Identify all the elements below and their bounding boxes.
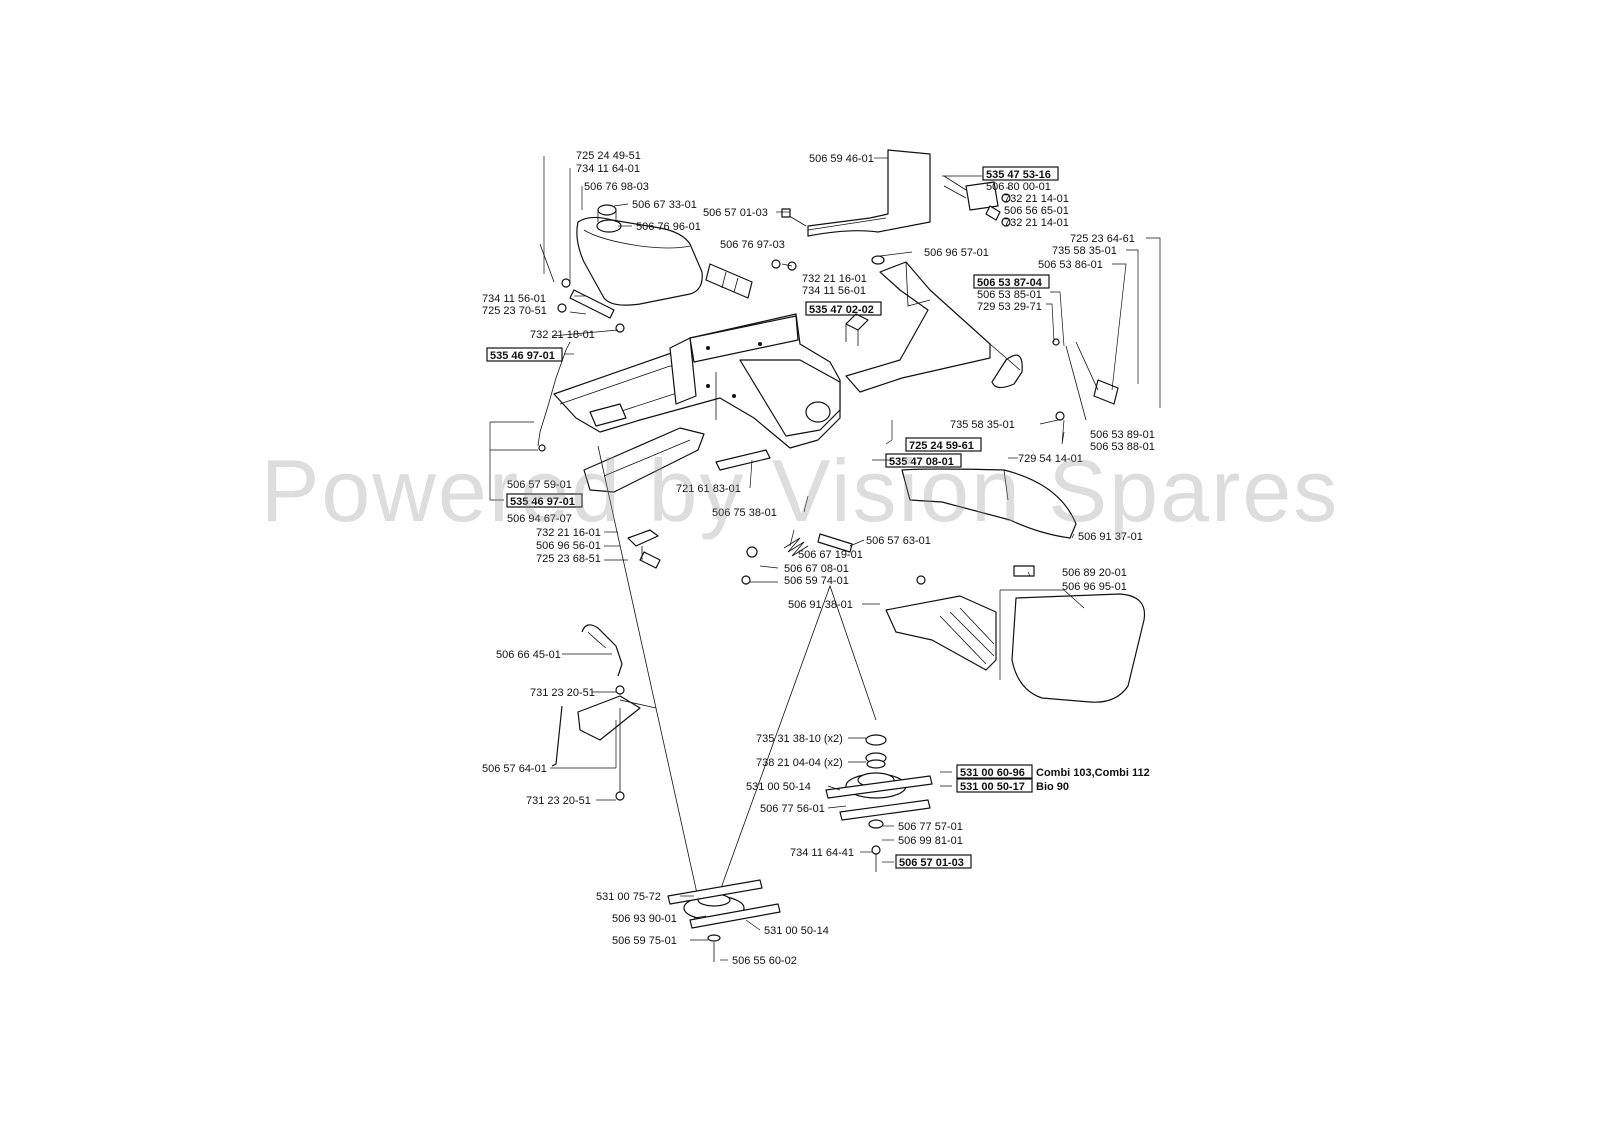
seat-hinge-kit	[943, 175, 1011, 227]
hinge-bracket	[705, 259, 797, 299]
label-506-53-86-01: 506 53 86-01	[1038, 259, 1103, 271]
label-506-80-00-01: 506 80 00-01	[986, 181, 1051, 193]
bracket-linkage-right	[1052, 338, 1119, 421]
label-bio-90: Bio 90	[1036, 781, 1069, 793]
label-732-21-14-01-b: 732 21 14-01	[1004, 217, 1069, 229]
label-725-24-49-51: 725 24 49-51	[576, 150, 641, 162]
belt-cover	[901, 468, 1077, 539]
label-506-96-56-01: 506 96 56-01	[536, 540, 601, 552]
label-725-23-64-61: 725 23 64-61	[1070, 233, 1135, 245]
label-506-91-37-01: 506 91 37-01	[1078, 531, 1143, 543]
label-506-55-60-02: 506 55 60-02	[732, 955, 797, 967]
linkage-rod	[537, 341, 571, 452]
label-506-96-57-01: 506 96 57-01	[924, 247, 989, 259]
brake-lever	[627, 529, 661, 569]
lower-guard	[583, 427, 771, 493]
pulley-upper	[825, 734, 933, 872]
side-cover	[1011, 565, 1146, 703]
label-535-46-97-01-a: 535 46 97-01	[490, 350, 555, 362]
label-506-67-08-01: 506 67 08-01	[784, 563, 849, 575]
label-506-53-87-04: 506 53 87-04	[977, 277, 1043, 289]
label-734-11-56-01-top: 734 11 56-01	[802, 285, 866, 297]
label-506-59-75-01: 506 59 75-01	[612, 935, 677, 947]
label-506-57-01-03-top: 506 57 01-03	[703, 207, 768, 219]
label-506-89-20-01: 506 89 20-01	[1062, 567, 1127, 579]
label-506-59-74-01: 506 59 74-01	[784, 575, 849, 587]
tank-bracket	[539, 243, 625, 333]
label-506-67-19-01: 506 67 19-01	[798, 549, 863, 561]
label-725-23-70-51: 725 23 70-51	[482, 305, 547, 317]
label-506-57-63-01: 506 57 63-01	[866, 535, 931, 547]
label-506-75-38-01: 506 75 38-01	[712, 507, 777, 519]
label-506-57-59-01: 506 57 59-01	[507, 479, 572, 491]
label-506-53-88-01: 506 53 88-01	[1090, 441, 1155, 453]
label-531-00-50-17: 531 00 50-17	[960, 781, 1025, 793]
label-506-53-85-01: 506 53 85-01	[977, 289, 1042, 301]
label-506-93-90-01: 506 93 90-01	[612, 913, 677, 925]
label-531-00-75-72: 531 00 75-72	[596, 891, 661, 903]
label-731-23-20-51-a: 731 23 20-51	[530, 687, 595, 699]
label-506-56-65-01: 506 56 65-01	[1004, 205, 1069, 217]
label-729-53-29-71: 729 53 29-71	[977, 301, 1042, 313]
label-735-31-38-10: 735 31 38-10 (x2)	[756, 733, 843, 745]
label-combi-103-112: Combi 103,Combi 112	[1036, 767, 1150, 779]
label-506-59-46-01: 506 59 46-01	[809, 153, 874, 165]
main-frame	[553, 313, 841, 449]
label-725-24-59-61: 725 24 59-61	[909, 440, 974, 452]
label-735-58-35-01-a: 735 58 35-01	[1052, 245, 1117, 257]
label-506-94-67-07: 506 94 67-07	[507, 513, 572, 525]
label-725-23-68-51: 725 23 68-51	[536, 553, 601, 565]
chute-guard	[885, 575, 997, 671]
label-506-91-38-01: 506 91 38-01	[788, 599, 853, 611]
pulley-lower	[667, 879, 781, 962]
label-506-77-57-01: 506 77 57-01	[898, 821, 963, 833]
label-732-21-14-01-a: 732 21 14-01	[1004, 193, 1069, 205]
leader-lines	[489, 156, 1161, 961]
label-738-21-04-04: 738 21 04-04 (x2)	[756, 757, 843, 769]
label-732-21-16-01-top: 732 21 16-01	[802, 273, 867, 285]
label-506-53-89-01: 506 53 89-01	[1090, 429, 1155, 441]
label-732-21-16-01-mid: 732 21 16-01	[536, 527, 601, 539]
label-506-77-56-01: 506 77 56-01	[760, 803, 825, 815]
label-535-47-08-01: 535 47 08-01	[889, 456, 954, 468]
label-734-11-64-41: 734 11 64-41	[790, 847, 854, 859]
label-506-76-98-03: 506 76 98-03	[584, 181, 649, 193]
drive-belt	[597, 445, 877, 903]
label-729-54-14-01: 729 54 14-01	[1018, 453, 1083, 465]
highlight-boxes	[486, 166, 1059, 869]
label-535-47-02-02: 535 47 02-02	[809, 304, 874, 316]
label-731-23-20-51-b: 731 23 20-51	[526, 795, 591, 807]
fuel-tank	[576, 204, 703, 306]
label-506-57-01-03-bottom: 506 57 01-03	[899, 857, 964, 869]
label-506-66-45-01: 506 66 45-01	[496, 649, 561, 661]
label-721-61-83-01: 721 61 83-01	[676, 483, 741, 495]
label-506-99-81-01: 506 99 81-01	[898, 835, 963, 847]
label-506-76-96-01: 506 76 96-01	[636, 221, 701, 233]
label-531-00-50-14-lower: 531 00 50-14	[764, 925, 829, 937]
clutch-rod	[551, 624, 657, 801]
label-732-21-18-01: 732 21 18-01	[530, 329, 595, 341]
label-531-00-50-14-upper: 531 00 50-14	[746, 781, 811, 793]
spring-and-link	[741, 533, 853, 585]
label-531-00-60-96: 531 00 60-96	[960, 767, 1025, 779]
label-535-47-53-16: 535 47 53-16	[986, 169, 1051, 181]
label-735-58-35-01-b: 735 58 35-01	[950, 419, 1015, 431]
part-labels: 725 24 49-51 734 11 64-01 506 76 98-03 5…	[482, 150, 1155, 967]
label-506-57-64-01: 506 57 64-01	[482, 763, 547, 775]
label-535-46-97-01-b: 535 46 97-01	[510, 496, 575, 508]
label-734-11-56-01-left: 734 11 56-01	[482, 293, 546, 305]
label-506-96-95-01: 506 96 95-01	[1062, 581, 1127, 593]
seat-plate	[781, 149, 931, 237]
label-506-67-33-01: 506 67 33-01	[632, 199, 697, 211]
label-734-11-64-01: 734 11 64-01	[576, 163, 640, 175]
frame-arms	[845, 255, 1023, 393]
label-506-76-97-03: 506 76 97-03	[720, 239, 785, 251]
